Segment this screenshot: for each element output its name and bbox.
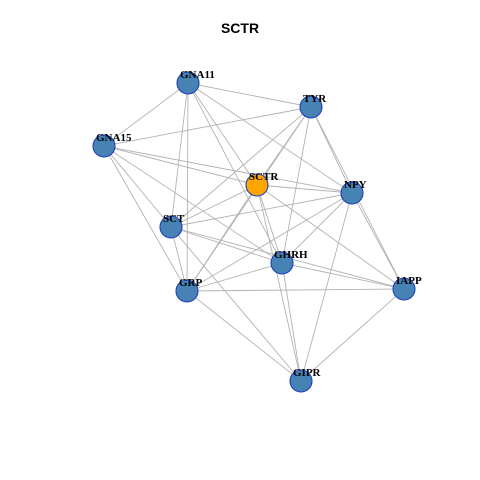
edge-grp-iapp: [186, 288, 405, 292]
edge-sctr-grp: [186, 184, 258, 292]
edge-tyr-ghrh: [281, 106, 312, 264]
node-label-gna11: GNA11: [180, 69, 215, 81]
node-grp: [175, 279, 199, 303]
edge-npy-iapp: [351, 192, 405, 290]
edge-ghrh-gipr: [281, 262, 302, 382]
edge-sctr-gipr: [256, 184, 302, 382]
node-sct: [159, 215, 183, 239]
node-ghrh: [270, 251, 294, 275]
edge-gna11-grp: [186, 82, 189, 292]
node-gipr: [289, 369, 313, 393]
edge-sct-gipr: [170, 226, 302, 382]
node-layer: [92, 71, 416, 393]
edge-tyr-gna15: [103, 106, 312, 147]
node-label-ghrh: GHRH: [274, 249, 308, 261]
node-tyr: [299, 95, 323, 119]
node-label-sct: SCT: [163, 213, 185, 225]
node-iapp: [392, 277, 416, 301]
edge-gna15-sctr: [103, 145, 258, 186]
edge-npy-sct: [170, 192, 353, 228]
edge-gna11-sctr: [187, 82, 258, 186]
edge-gna15-sct: [103, 145, 172, 228]
graph-title: SCTR: [220, 20, 260, 36]
edge-gna15-npy: [103, 145, 353, 194]
node-label-tyr: TYR: [303, 93, 327, 105]
edge-gna11-ghrh: [187, 82, 283, 264]
edge-sctr-ghrh: [256, 184, 283, 264]
node-label-npy: NPY: [344, 179, 367, 191]
edge-sctr-iapp: [256, 184, 405, 290]
edge-grp-gipr: [186, 290, 302, 382]
edge-gna15-ghrh: [103, 145, 283, 264]
edge-iapp-gipr: [300, 288, 405, 382]
edge-gna15-grp: [103, 145, 188, 292]
edge-npy-ghrh: [281, 192, 353, 264]
edge-sct-ghrh: [170, 226, 283, 264]
edge-sctr-npy: [256, 184, 353, 194]
edge-gna11-npy: [187, 82, 353, 194]
edge-npy-gipr: [300, 192, 353, 382]
node-label-grp: GRP: [179, 277, 203, 289]
node-npy: [340, 181, 364, 205]
edge-tyr-sct: [170, 106, 312, 228]
node-label-gna15: GNA15: [96, 132, 132, 144]
edge-npy-grp: [186, 192, 353, 292]
node-gna15: [92, 134, 116, 158]
node-label-sctr: SCTR: [249, 171, 279, 183]
edge-ghrh-iapp: [281, 262, 405, 290]
edge-sctr-sct: [170, 184, 258, 228]
node-sctr: [245, 173, 269, 197]
edge-gna11-tyr: [187, 82, 312, 108]
edge-gna11-gna15: [103, 82, 189, 147]
edge-layer: [103, 82, 405, 382]
node-gna11: [176, 71, 200, 95]
edge-ghrh-grp: [186, 262, 283, 292]
node-label-gipr: GIPR: [293, 367, 322, 379]
edge-gna11-sct: [170, 82, 189, 228]
node-label-iapp: IAPP: [396, 275, 422, 287]
